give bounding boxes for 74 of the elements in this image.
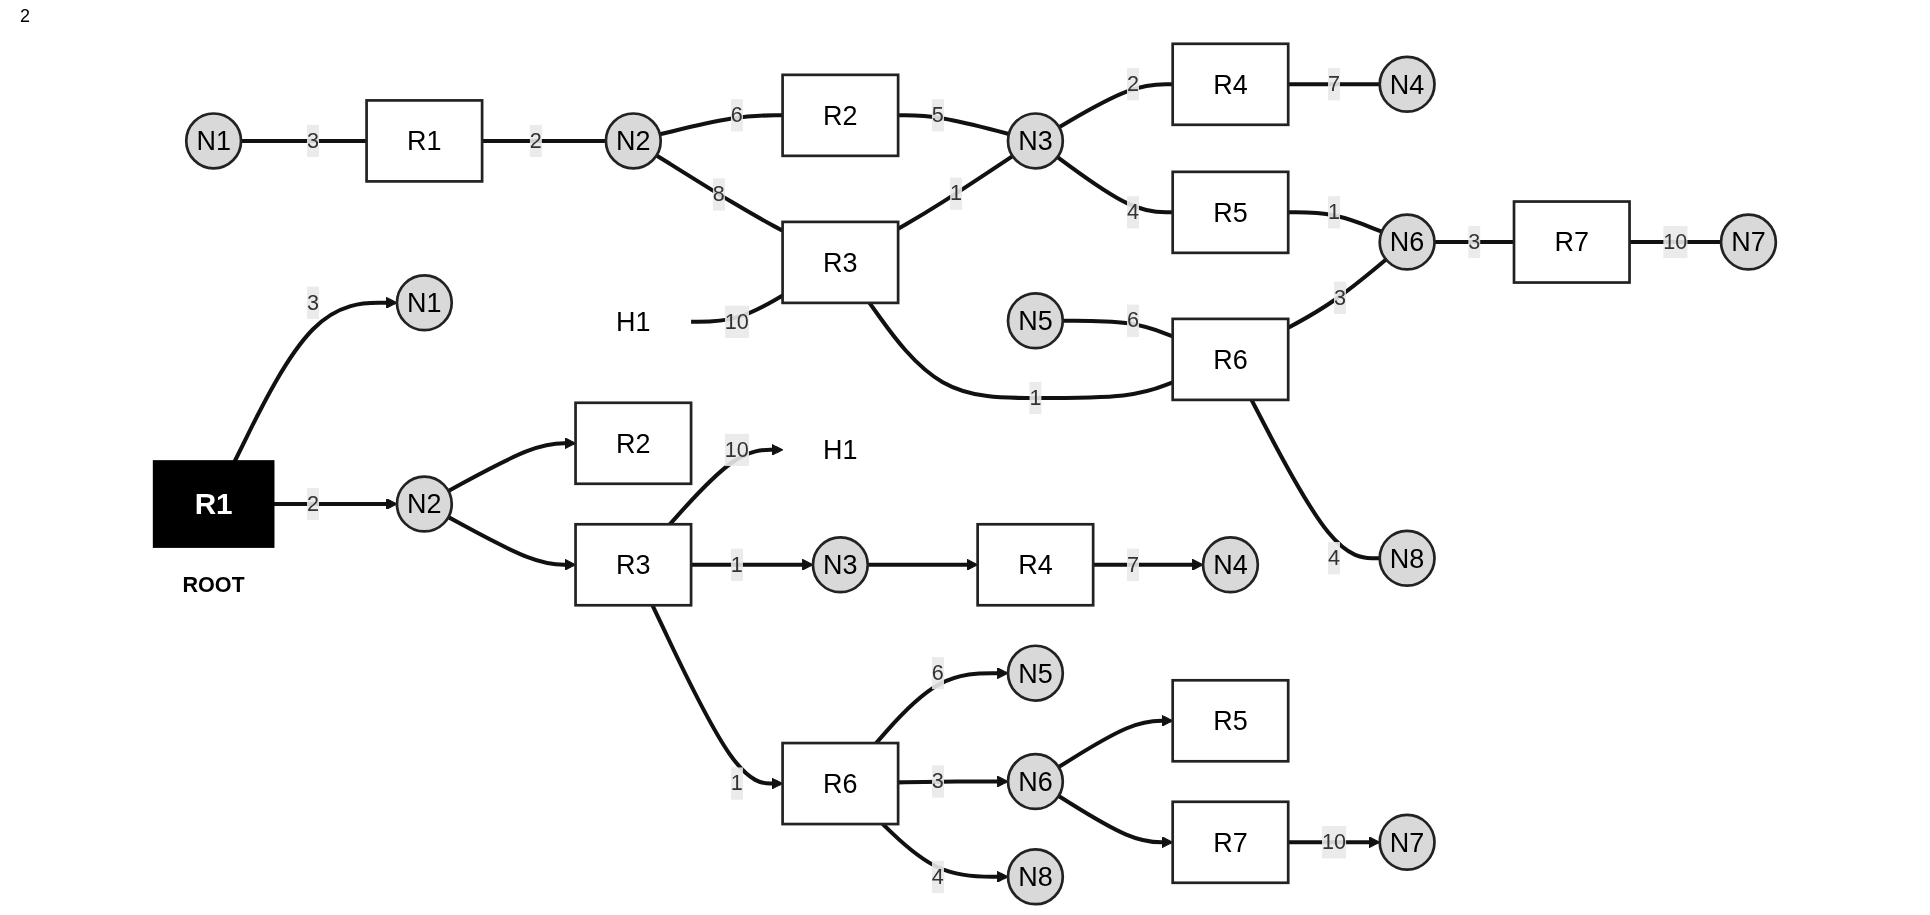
connector — [1058, 82, 1173, 129]
edge-label: 6 — [730, 103, 743, 127]
node-circle: N3 — [1006, 112, 1065, 170]
connector — [1434, 240, 1514, 245]
node-circle: N7 — [1719, 213, 1778, 271]
node-box: R4 — [1171, 42, 1290, 127]
node-circle: N3 — [811, 536, 870, 594]
node-circle: N8 — [1378, 529, 1436, 587]
node-box: R5 — [1171, 678, 1290, 763]
node-label: ROOT — [182, 573, 245, 597]
node-circle: N5 — [1006, 292, 1065, 350]
edge-label: 10 — [724, 437, 749, 461]
connector — [1288, 210, 1383, 234]
edge-label: 10 — [1321, 830, 1346, 854]
edge-label: 1 — [1327, 200, 1340, 224]
arrow — [898, 775, 1009, 788]
edge-label: 1 — [730, 771, 743, 795]
node-box: R6 — [1171, 317, 1290, 402]
edge-label: 10 — [1663, 229, 1688, 253]
node-circle: N1 — [395, 274, 454, 332]
edge-label: 1 — [1029, 385, 1042, 409]
connector — [1056, 155, 1173, 215]
edge-label: 6 — [931, 661, 944, 684]
connector — [898, 113, 1010, 136]
connector — [482, 138, 606, 143]
edge-label: 10 — [724, 309, 749, 333]
node-box: R7 — [1171, 800, 1290, 885]
edge-label: 3 — [1468, 229, 1481, 253]
node-box: R3 — [574, 522, 693, 607]
node-circle: N2 — [604, 112, 663, 170]
node-text: H1 — [616, 306, 651, 337]
arrow — [273, 498, 398, 510]
connector — [659, 113, 783, 137]
node-box: R1 — [152, 460, 275, 548]
node-box: R3 — [781, 220, 900, 305]
edge-label: 8 — [712, 182, 725, 206]
node-box: R7 — [1512, 200, 1631, 284]
node-box: R4 — [976, 522, 1095, 607]
node-circle: N4 — [1201, 536, 1260, 594]
edge-label: 3 — [306, 128, 319, 152]
edge-label: 1 — [730, 552, 743, 576]
edge-label: 6 — [1126, 308, 1139, 332]
connector — [1288, 82, 1380, 87]
node-circle: N6 — [1006, 752, 1065, 811]
edge-label: 1 — [950, 181, 963, 205]
edge-label: 5 — [931, 103, 944, 127]
connector — [241, 138, 367, 143]
node-box: R2 — [574, 401, 693, 486]
edge-label: 3 — [306, 290, 319, 314]
node-circle: N2 — [395, 475, 454, 533]
arrow — [691, 558, 814, 571]
node-circle: N1 — [184, 112, 243, 170]
edge-label: 2 — [306, 491, 319, 515]
arrow — [1093, 558, 1204, 571]
port-cost-label: 2 — [20, 6, 30, 27]
edge-label: 4 — [1327, 546, 1340, 570]
edge-label: 4 — [931, 864, 944, 888]
edge-label: 4 — [1126, 200, 1139, 224]
node-box: R5 — [1171, 170, 1290, 255]
edge-label: 7 — [1126, 552, 1139, 576]
node-box: R2 — [781, 73, 900, 158]
node-circle: N6 — [1378, 213, 1436, 271]
node-circle: N8 — [1006, 848, 1065, 906]
edge-label: 7 — [1327, 72, 1340, 96]
node-box: R6 — [781, 741, 900, 826]
edge-label: 2 — [1126, 72, 1139, 96]
edge-label: 3 — [931, 769, 944, 793]
edge-label: 3 — [1333, 285, 1346, 309]
node-circle: N7 — [1378, 813, 1436, 871]
node-text: H1 — [823, 434, 858, 465]
node-box: R1 — [365, 99, 484, 183]
node-circle: N5 — [1006, 644, 1065, 702]
edge-label: 2 — [529, 128, 542, 152]
node-circle: N4 — [1378, 55, 1436, 114]
